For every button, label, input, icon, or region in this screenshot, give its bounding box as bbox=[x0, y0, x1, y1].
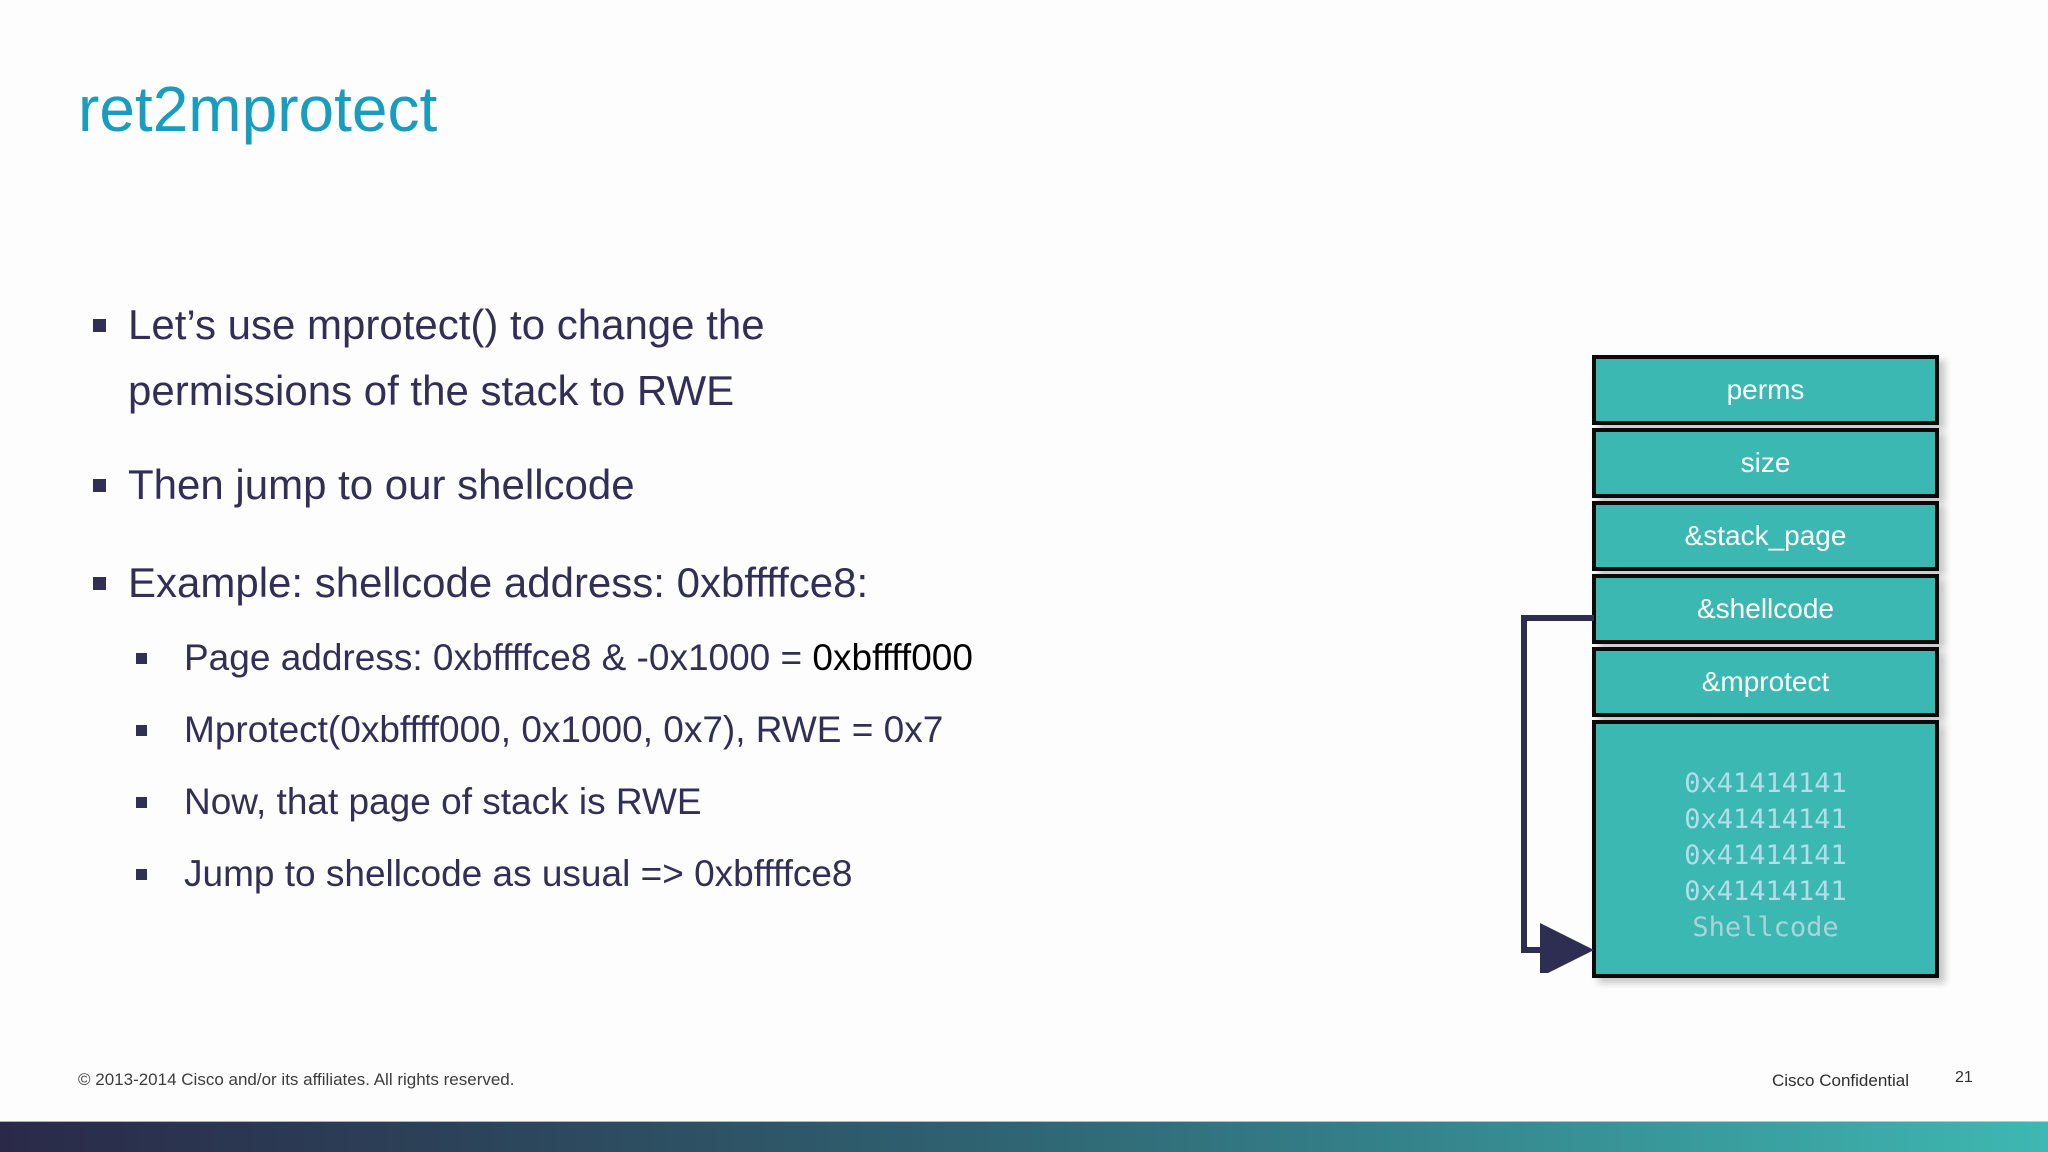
sub-bullet-prefix: Page address: 0xbffffce8 & -0x1000 = bbox=[184, 637, 813, 678]
payload-line: 0x41414141 bbox=[1684, 876, 1847, 907]
stack-cell-mprotect: &mprotect bbox=[1592, 647, 1939, 717]
bullet-square-icon bbox=[136, 797, 147, 808]
highlighted-address: 0xbffff000 bbox=[812, 637, 973, 678]
bullet-text: Let’s use mprotect() to change the permi… bbox=[128, 292, 765, 424]
sub-bullet-list: Page address: 0xbffffce8 & -0x1000 = 0xb… bbox=[93, 622, 1273, 910]
bullet-list: Let’s use mprotect() to change the permi… bbox=[93, 292, 1273, 910]
page-title: ret2mprotect bbox=[78, 73, 438, 145]
payload-line: 0x41414141 bbox=[1684, 768, 1847, 799]
bullet-item: Then jump to our shellcode bbox=[93, 452, 1273, 518]
sub-bullet-text: Now, that page of stack is RWE bbox=[184, 781, 702, 822]
bullet-line: permissions of the stack to RWE bbox=[128, 367, 735, 414]
bullet-item: Let’s use mprotect() to change the permi… bbox=[93, 292, 1273, 424]
sub-bullet-item: Mprotect(0xbffff000, 0x1000, 0x7), RWE =… bbox=[136, 694, 1273, 766]
confidential-label: Cisco Confidential bbox=[1772, 1071, 1910, 1090]
bullet-item: Example: shellcode address: 0xbffffce8: bbox=[93, 550, 1273, 616]
sub-bullet-item: Jump to shellcode as usual => 0xbffffce8 bbox=[136, 838, 1273, 910]
stack-cell-stack-page: &stack_page bbox=[1592, 501, 1939, 571]
sub-bullet-text: Mprotect(0xbffff000, 0x1000, 0x7), RWE =… bbox=[184, 709, 944, 750]
stack-cell-perms: perms bbox=[1592, 355, 1939, 425]
stack-cell-size: size bbox=[1592, 428, 1939, 498]
sub-bullet-text: Jump to shellcode as usual => 0xbffffce8 bbox=[184, 853, 853, 894]
bullet-text: Example: shellcode address: 0xbffffce8: bbox=[128, 559, 869, 606]
stack-diagram: perms size &stack_page &shellcode &mprot… bbox=[1592, 355, 1939, 981]
slide-accent-bar bbox=[0, 1121, 2048, 1152]
bullet-line: Let’s use mprotect() to change the bbox=[128, 301, 765, 348]
bullet-square-icon bbox=[136, 653, 147, 664]
page-number: 21 bbox=[1955, 1069, 1973, 1086]
sub-bullet-item: Now, that page of stack is RWE bbox=[136, 766, 1273, 838]
stack-cell-shellcode-addr: &shellcode bbox=[1592, 574, 1939, 644]
sub-bullet-item: Page address: 0xbffffce8 & -0x1000 = 0xb… bbox=[136, 622, 1273, 694]
bullet-square-icon bbox=[93, 319, 106, 332]
payload-shellcode-label: Shellcode bbox=[1692, 912, 1839, 943]
payload-line: 0x41414141 bbox=[1684, 840, 1847, 871]
bullet-text: Then jump to our shellcode bbox=[128, 461, 635, 508]
bullet-square-icon bbox=[93, 479, 106, 492]
bullet-square-icon bbox=[136, 725, 147, 736]
stack-cell-payload: 0x41414141 0x41414141 0x41414141 0x41414… bbox=[1592, 720, 1939, 978]
copyright-text: © 2013-2014 Cisco and/or its affiliates.… bbox=[78, 1070, 515, 1089]
bullet-square-icon bbox=[136, 869, 147, 880]
shellcode-pointer-arrow-icon bbox=[1521, 615, 1594, 973]
bullet-square-icon bbox=[93, 577, 106, 590]
sub-bullet-text: Page address: 0xbffffce8 & -0x1000 = 0xb… bbox=[184, 622, 973, 694]
payload-line: 0x41414141 bbox=[1684, 804, 1847, 835]
